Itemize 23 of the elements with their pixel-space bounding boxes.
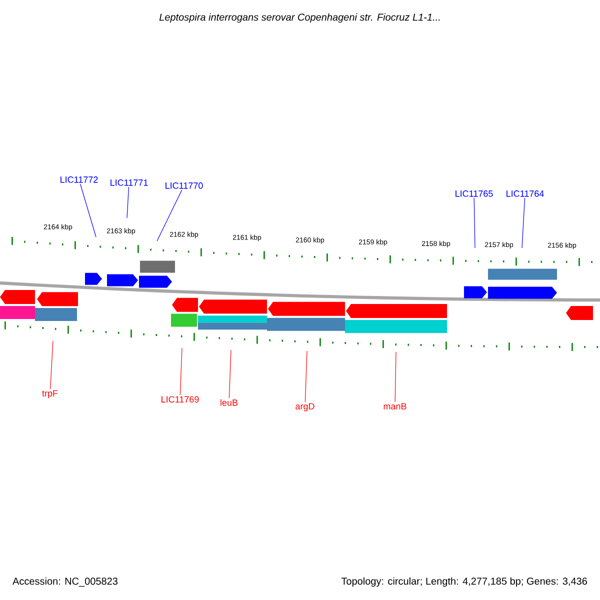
- leader-line: [80, 184, 96, 238]
- gene-label: LIC11764: [506, 190, 544, 197]
- leader-line: [394, 352, 396, 402]
- gene-label: manB: [384, 403, 406, 410]
- leader-line: [50, 340, 54, 390]
- genome-info-text: Topology: circular; Length: 4,277,185 bp; Genes: 3,436: [341, 577, 587, 587]
- title: Leptospira interrogans serovar Copenhageni str. Fiocruz L1-1...: [159, 13, 440, 23]
- gene-label: argD: [296, 403, 314, 412]
- gene-label: LIC11770: [166, 182, 203, 189]
- leader-line: [474, 198, 476, 248]
- accession-text: Accession: NC_005823: [12, 577, 118, 587]
- gene-label: leuB: [220, 399, 238, 406]
- gene-label: LIC11771: [110, 179, 148, 186]
- gene-label: LIC11769: [162, 396, 199, 403]
- leader-line: [180, 348, 182, 396]
- gene-label: LIC11772: [60, 176, 98, 183]
- leader-line: [522, 198, 526, 248]
- leader-line: [228, 350, 232, 398]
- gene-label: trpF: [42, 390, 58, 398]
- leader-line: [156, 190, 182, 242]
- leader-line: [126, 186, 130, 218]
- leader-line: [304, 350, 308, 402]
- gene-label: LIC11765: [456, 190, 493, 197]
